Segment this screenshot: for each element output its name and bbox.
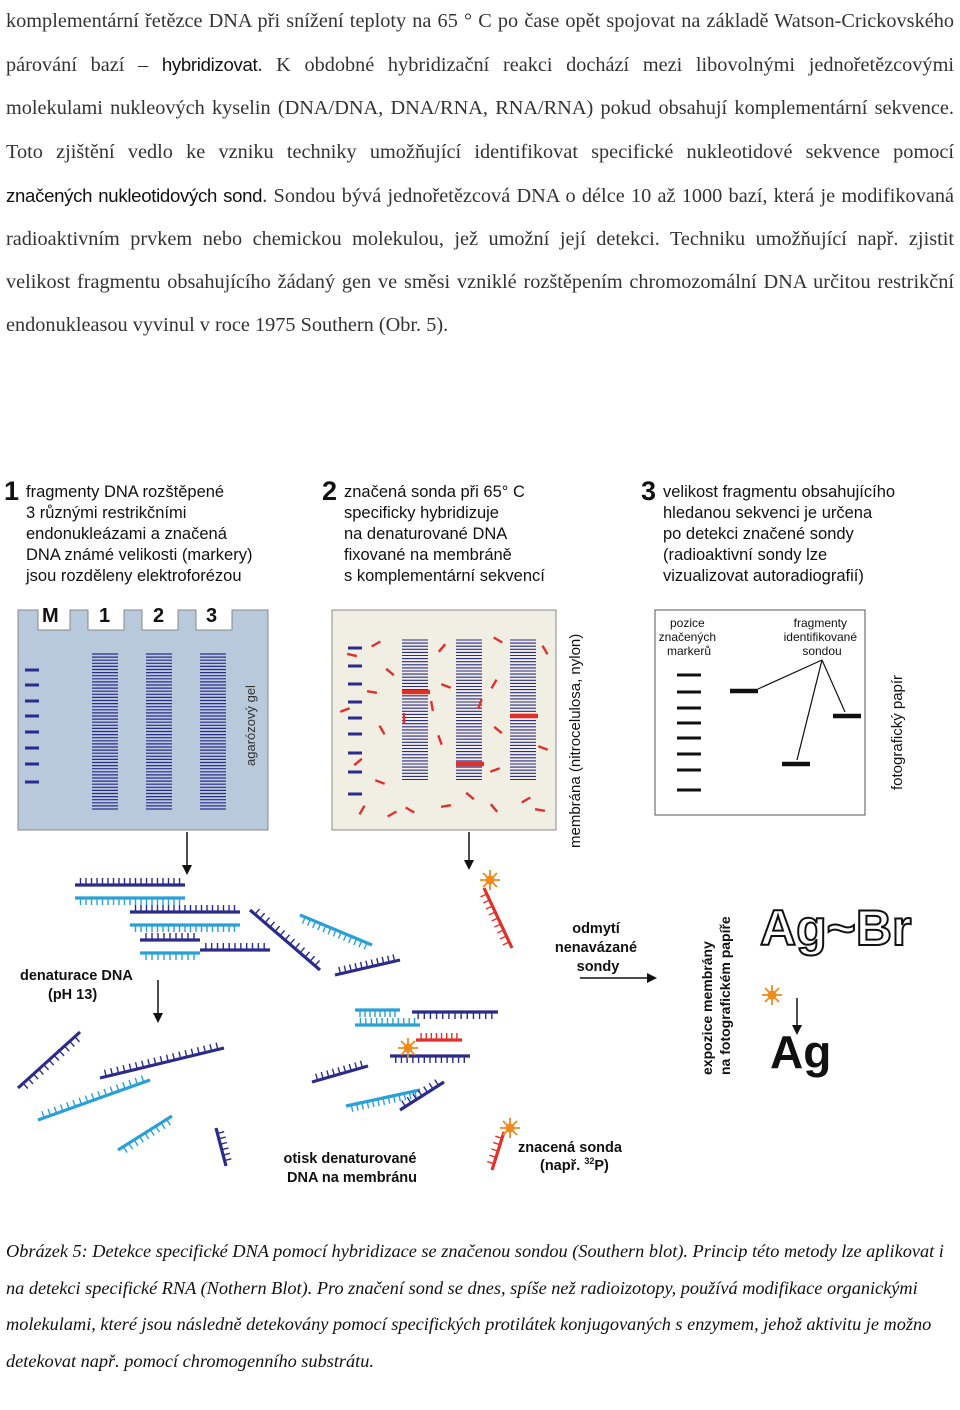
step3-line: (radioaktivní sondy lze [663,546,827,564]
wash-label: odmytí nenavázané sondy [555,921,641,975]
lane-label-1: 1 [99,605,110,627]
probe-isotope-label: (např. 32P) [540,1156,609,1174]
denature-label: denaturace DNA (pH 13) [20,968,136,1003]
step3-heading: 3 velikost fragmentu obsahujícího hledan… [641,476,900,585]
step2-number: 2 [322,476,337,506]
step2-heading: 2 značená sonda při 65° C specificky hyb… [322,476,545,585]
ds-dna-strand [140,953,200,960]
ss-dna-strand [300,915,372,949]
step2-line: značená sonda při 65° C [344,483,525,501]
lane-label-3: 3 [206,605,217,627]
isotope-icon [398,1038,418,1058]
step1-line: 3 různými restrikčními [26,504,186,522]
free-probe [367,691,377,693]
step3-line: hledanou sekvenci je určena [663,504,873,522]
photo-paper-label: fotografický papír [889,675,906,790]
ds-dna-strand [75,898,185,905]
step3-line: vizualizovat autoradiografií) [663,567,864,585]
ss-dna-strand [335,954,400,975]
ss-dna-strand [390,1056,470,1063]
probe-strand [480,888,512,948]
step3-line: po detekci značené sondy [663,525,855,543]
photo-paper: pozice značených markerů fragmenty ident… [655,610,906,815]
exposure-label: expozice membrány na fotografickém papíř… [699,916,733,1075]
figure-caption: Obrázek 5: Detekce specifické DNA pomocí… [6,1233,956,1379]
step2-line: fixované na membráně [344,546,512,564]
agarose-gel: M 1 2 3 agarózový gel [18,605,268,830]
free-probe [441,805,451,807]
ds-dna-strand [75,878,185,885]
ag-formula: Ag [770,1026,831,1078]
ss-dna-strand [355,1010,400,1017]
body-paragraph: komplementární řetězce DNA při snížení t… [6,0,954,348]
lane-label-2: 2 [153,605,164,627]
dna-fragments [18,870,520,1170]
ss-dna-strand [38,1076,150,1120]
probe-strand [416,1033,462,1040]
membrane-label: membrána (nitrocelulosa, nylon) [567,634,584,848]
step2-line: na denaturované DNA [344,525,507,543]
ss-dna-strand [118,1116,172,1153]
radiation-icon [762,985,782,1005]
southern-blot-figure: 1 fragmenty DNA rozštěpené 3 různými res… [0,470,960,1210]
ss-dna-strand [400,1080,444,1110]
term-nukleotidove-sondy: značených nukleotidových sond [6,185,262,206]
free-probe [431,701,433,711]
svg-text:velikost fragmentu obsahujícíh: velikost fragmentu obsahujícího hledanou… [663,483,900,585]
isotope-icon [480,870,500,890]
step1-heading: 1 fragmenty DNA rozštěpené 3 různými res… [4,476,257,585]
probe-strand [487,1132,504,1170]
ds-dna-strand [140,933,200,940]
step3-number: 3 [641,476,656,506]
step1-number: 1 [4,476,19,506]
step3-line: velikost fragmentu obsahujícího [663,483,895,501]
imprint-label: otisk denaturované DNA na membránu [284,1151,421,1186]
gel-label: agarózový gel [243,685,258,766]
step2-line: specificky hybridizuje [344,504,499,522]
agbr-formula: Ag~Br [760,900,911,956]
step2-line: s komplementární sekvencí [344,567,545,585]
step1-line: jsou rozděleny elektroforézou [25,567,242,585]
ds-dna-strand [130,925,240,932]
lane-label-m: M [42,605,59,627]
ss-dna-strand [216,1128,231,1166]
ds-dna-strand [130,905,240,912]
ss-dna-strand [100,1043,224,1078]
ss-dna-strand [412,1012,498,1019]
membrane: membrána (nitrocelulosa, nylon) [332,610,584,848]
isotope-icon [500,1118,520,1138]
free-probe [535,809,545,811]
ss-dna-strand [18,1032,80,1089]
svg-text:fragmenty DNA rozštěpené: fragmenty DNA rozštěpené 3 různými restr… [25,483,257,585]
probe-label: znacená sonda [518,1140,623,1156]
ss-dna-strand [312,1061,368,1082]
ds-dna-strand [200,943,270,950]
term-hybridizovat: hybridizovat [162,54,258,75]
step1-line: fragmenty DNA rozštěpené [26,483,224,501]
paragraph-text-3: . Sondou bývá jednořetězcová DNA o délce… [6,185,954,337]
ss-dna-strand [355,1018,420,1025]
step1-line: DNA známé velikosti (markery) [26,546,252,564]
svg-text:značená sonda při 65° C: značená sonda při 65° C specificky hybri… [344,483,545,585]
step1-line: endonukleázami a značená [26,525,228,543]
